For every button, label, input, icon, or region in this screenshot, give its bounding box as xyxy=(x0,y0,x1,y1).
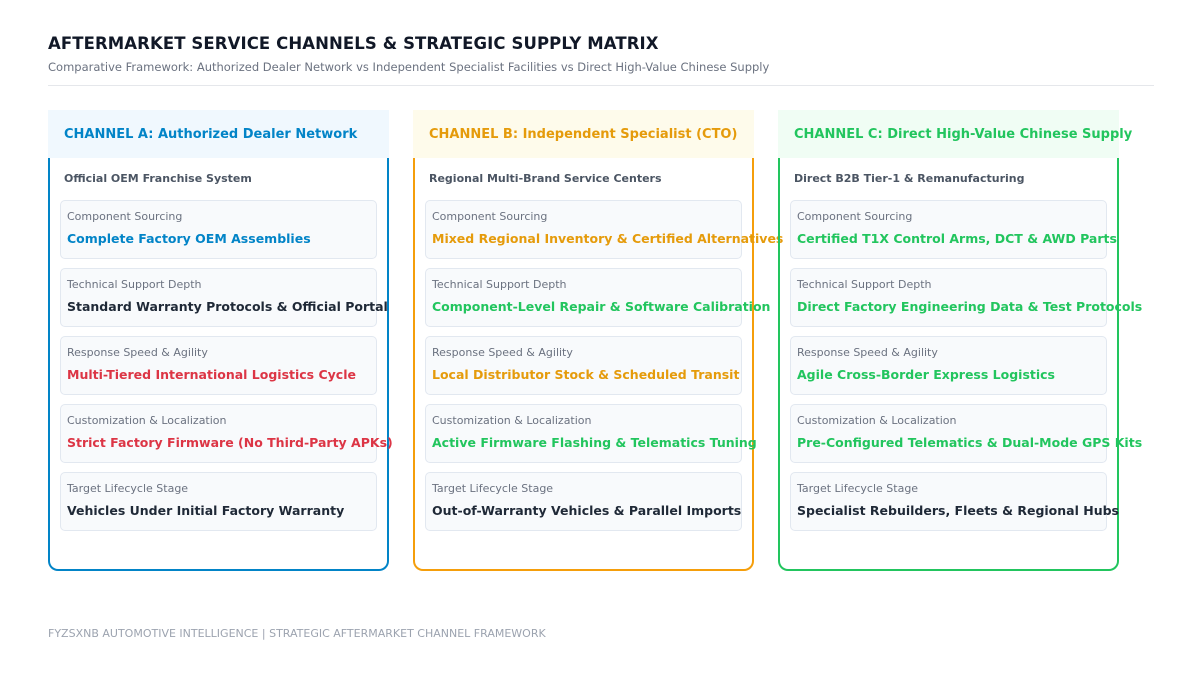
attribute-value: Strict Factory Firmware (No Third-Party … xyxy=(67,435,393,450)
attribute-value: Vehicles Under Initial Factory Warranty xyxy=(67,503,345,518)
attribute-label: Target Lifecycle Stage xyxy=(67,482,189,495)
attribute-value: Pre-Configured Telematics & Dual-Mode GP… xyxy=(797,435,1143,450)
attribute-label: Component Sourcing xyxy=(67,210,183,223)
attribute-label: Customization & Localization xyxy=(797,414,957,427)
attribute-label: Technical Support Depth xyxy=(67,278,202,291)
attribute-label: Response Speed & Agility xyxy=(67,346,208,359)
attribute-row: Component Sourcing Complete Factory OEM … xyxy=(60,200,377,259)
attribute-row: Customization & Localization Strict Fact… xyxy=(60,404,393,463)
attribute-value: Multi-Tiered International Logistics Cyc… xyxy=(67,367,356,382)
attribute-value: Local Distributor Stock & Scheduled Tran… xyxy=(432,367,740,382)
attribute-value: Component-Level Repair & Software Calibr… xyxy=(432,299,771,314)
attribute-row: Technical Support Depth Component-Level … xyxy=(425,268,770,327)
channel-subtitle: Regional Multi-Brand Service Centers xyxy=(429,172,662,185)
attribute-list: Component Sourcing Mixed Regional Invent… xyxy=(425,200,783,540)
attribute-row: Technical Support Depth Direct Factory E… xyxy=(790,268,1142,327)
attribute-label: Customization & Localization xyxy=(67,414,227,427)
attribute-row: Component Sourcing Mixed Regional Invent… xyxy=(425,200,783,259)
attribute-row: Component Sourcing Certified T1X Control… xyxy=(790,200,1117,259)
attribute-list: Component Sourcing Complete Factory OEM … xyxy=(60,200,393,540)
attribute-label: Component Sourcing xyxy=(797,210,913,223)
channel-card-b: CHANNEL B: Independent Specialist (CTO) … xyxy=(413,110,783,571)
attribute-value: Active Firmware Flashing & Telematics Tu… xyxy=(432,435,757,450)
page-title: AFTERMARKET SERVICE CHANNELS & STRATEGIC… xyxy=(48,34,659,53)
attribute-value: Certified T1X Control Arms, DCT & AWD Pa… xyxy=(797,231,1117,246)
attribute-row: Technical Support Depth Standard Warrant… xyxy=(60,268,388,327)
attribute-row: Target Lifecycle Stage Vehicles Under In… xyxy=(60,472,377,531)
attribute-value: Direct Factory Engineering Data & Test P… xyxy=(797,299,1143,314)
attribute-value: Specialist Rebuilders, Fleets & Regional… xyxy=(797,503,1119,518)
attribute-list: Component Sourcing Certified T1X Control… xyxy=(790,200,1142,540)
channel-card-a: CHANNEL A: Authorized Dealer Network Off… xyxy=(48,110,393,571)
attribute-row: Response Speed & Agility Local Distribut… xyxy=(425,336,742,395)
channel-card-c: CHANNEL C: Direct High-Value Chinese Sup… xyxy=(778,110,1142,571)
attribute-value: Standard Warranty Protocols & Official P… xyxy=(67,299,388,314)
attribute-label: Customization & Localization xyxy=(432,414,592,427)
attribute-row: Customization & Localization Active Firm… xyxy=(425,404,757,463)
header-divider xyxy=(48,85,1154,86)
attribute-value: Complete Factory OEM Assemblies xyxy=(67,231,311,246)
attribute-value: Agile Cross-Border Express Logistics xyxy=(797,367,1055,382)
attribute-row: Target Lifecycle Stage Specialist Rebuil… xyxy=(790,472,1119,531)
attribute-value: Mixed Regional Inventory & Certified Alt… xyxy=(432,231,784,246)
attribute-label: Target Lifecycle Stage xyxy=(432,482,554,495)
page-subtitle: Comparative Framework: Authorized Dealer… xyxy=(48,60,770,74)
attribute-label: Target Lifecycle Stage xyxy=(797,482,919,495)
attribute-value: Out-of-Warranty Vehicles & Parallel Impo… xyxy=(432,503,742,518)
channel-header: CHANNEL B: Independent Specialist (CTO) xyxy=(413,110,754,158)
attribute-label: Response Speed & Agility xyxy=(432,346,573,359)
attribute-row: Target Lifecycle Stage Out-of-Warranty V… xyxy=(425,472,742,531)
attribute-row: Customization & Localization Pre-Configu… xyxy=(790,404,1142,463)
attribute-row: Response Speed & Agility Multi-Tiered In… xyxy=(60,336,377,395)
footer-text: FYZSXNB AUTOMOTIVE INTELLIGENCE | STRATE… xyxy=(48,627,546,640)
channel-header: CHANNEL A: Authorized Dealer Network xyxy=(48,110,389,158)
channel-header: CHANNEL C: Direct High-Value Chinese Sup… xyxy=(778,110,1132,158)
attribute-row: Response Speed & Agility Agile Cross-Bor… xyxy=(790,336,1107,395)
channel-subtitle: Official OEM Franchise System xyxy=(64,172,252,185)
attribute-label: Component Sourcing xyxy=(432,210,548,223)
attribute-label: Response Speed & Agility xyxy=(797,346,938,359)
attribute-label: Technical Support Depth xyxy=(432,278,567,291)
attribute-label: Technical Support Depth xyxy=(797,278,932,291)
channel-subtitle: Direct B2B Tier-1 & Remanufacturing xyxy=(794,172,1025,185)
